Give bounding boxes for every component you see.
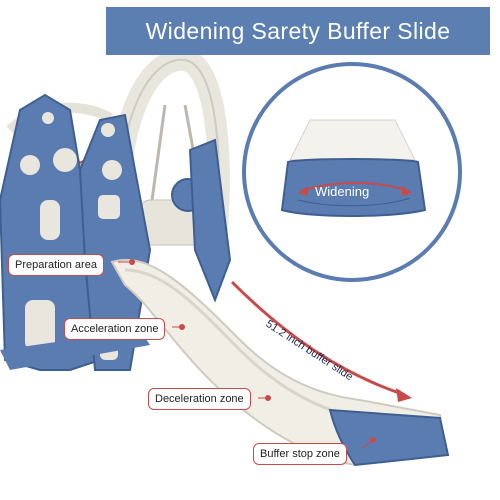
widening-label: Widening [315,184,370,199]
leader-lines [118,261,374,449]
detail-slide-end [280,158,427,217]
widening-arrow [299,182,411,193]
acceleration-zone-label: Acceleration zone [64,318,166,340]
base-platform [0,330,150,370]
buffer-stop-zone-label: Buffer stop zone [253,443,347,465]
banner-title: Widening Sarety Buffer Slide [145,17,451,44]
deceleration-zone-label: Deceleration zone [148,388,251,410]
title-banner: Widening Sarety Buffer Slide [106,7,490,55]
buffer-arrow [230,280,406,397]
preparation-area-label: Preparation area [8,254,104,276]
right-leg [188,138,232,303]
